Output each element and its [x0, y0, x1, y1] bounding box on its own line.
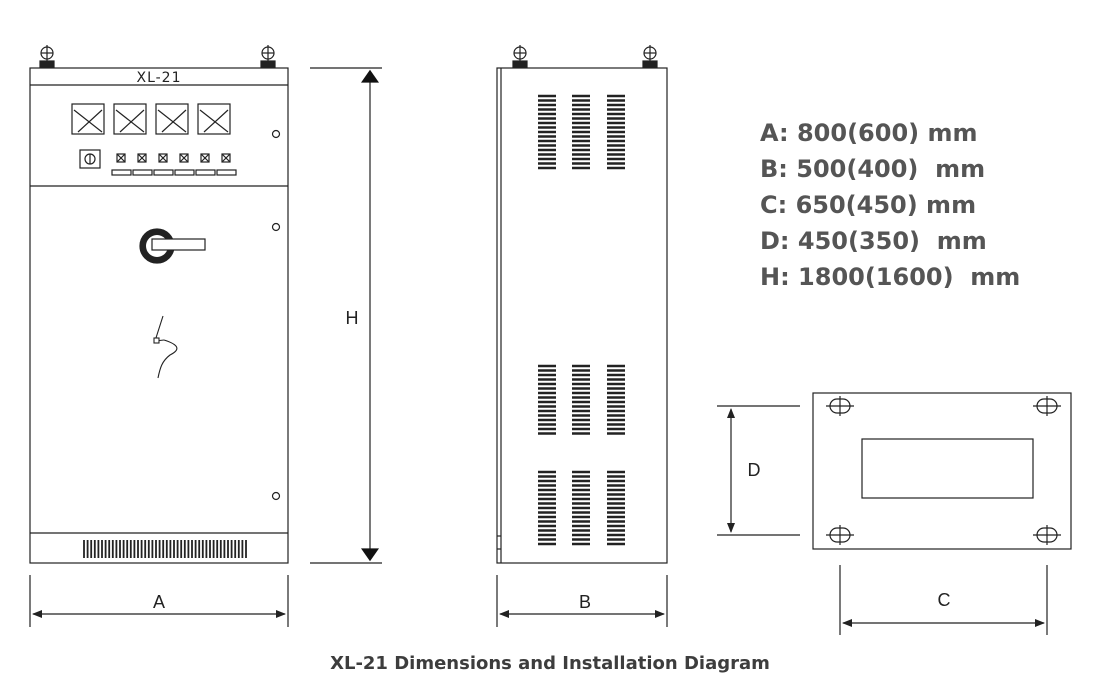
mounting-slot-top-left — [826, 396, 854, 416]
depth-d-dimension — [717, 405, 800, 536]
depth-b-dimension-label: B — [579, 592, 591, 612]
diagram-caption: XL-21 Dimensions and Installation Diagra… — [330, 653, 770, 674]
spec-a: A: 800(600) mm — [760, 119, 978, 147]
front-lifting-eye-right — [260, 45, 276, 68]
cable-opening — [861, 438, 1034, 499]
nameplate-label: XL-21 — [136, 70, 181, 86]
side-vent-louvres — [538, 94, 625, 546]
front-indicator-lamps — [116, 153, 231, 163]
spec-c: C: 650(450) mm — [760, 191, 977, 219]
front-screw — [271, 491, 281, 501]
front-selector-switch — [79, 149, 101, 169]
front-meters — [71, 103, 231, 135]
front-screw — [271, 129, 281, 139]
spec-d: D: 450(350) mm — [760, 227, 987, 255]
width-a-dimension-label: A — [153, 592, 165, 612]
width-c-dimension-label: C — [938, 590, 951, 610]
depth-d-dimension-label: D — [748, 460, 761, 480]
width-a-dimension — [29, 575, 289, 627]
dimension-spec-list: A: 800(600) mm B: 500(400) mm C: 650(450… — [760, 115, 1020, 295]
base-view — [812, 392, 1072, 550]
height-dimension — [310, 67, 382, 564]
front-label-plates — [111, 169, 237, 176]
height-dimension-label: H — [346, 308, 359, 328]
front-cabinet-body — [29, 67, 289, 564]
front-lifting-eye-left — [39, 45, 55, 68]
front-view — [29, 45, 289, 564]
side-lifting-eye-right — [642, 45, 658, 68]
mounting-slot-bottom-right — [1033, 525, 1061, 545]
mounting-slot-bottom-left — [826, 525, 854, 545]
front-screw — [271, 222, 281, 232]
width-c-dimension — [839, 565, 1048, 635]
base-outline — [812, 392, 1072, 550]
side-cabinet-body — [496, 67, 668, 564]
spec-h: H: 1800(1600) mm — [760, 263, 1021, 291]
mounting-slot-top-right — [1033, 396, 1061, 416]
depth-b-dimension — [496, 575, 668, 627]
front-operating-handle — [139, 228, 206, 264]
side-view — [496, 45, 668, 564]
side-lifting-eye-left — [512, 45, 528, 68]
lightning-warning-symbol — [153, 315, 178, 379]
spec-b: B: 500(400) mm — [760, 155, 986, 183]
front-vent-grille — [83, 540, 247, 558]
